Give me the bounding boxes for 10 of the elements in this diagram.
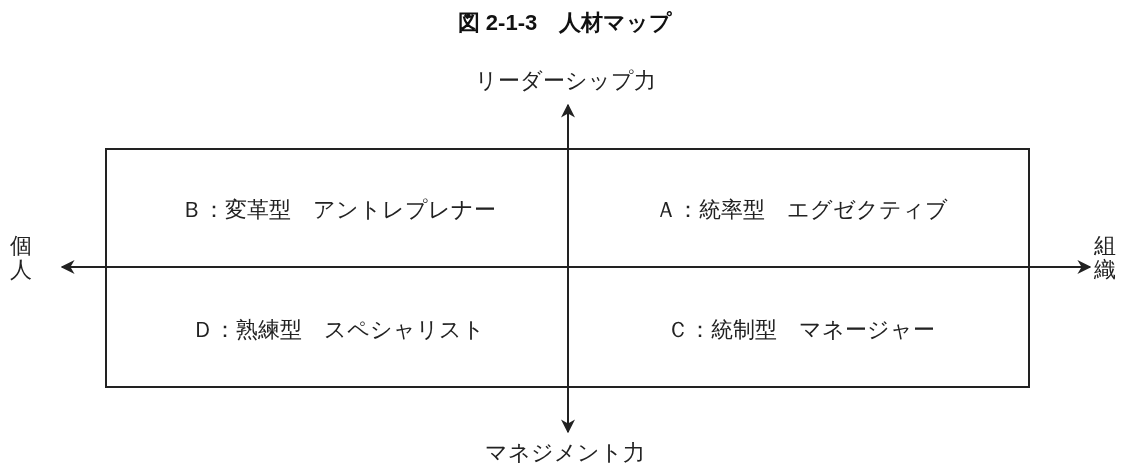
axis-label: マネジメント力 xyxy=(485,439,645,467)
axis-label: リーダーシップ力 xyxy=(474,67,656,95)
axis-label: 個人 xyxy=(10,234,32,283)
quadrant-label: Ｂ：変革型 アントレプレナー xyxy=(181,195,496,224)
quadrant-label: Ｃ：統制型 マネージャー xyxy=(667,315,935,344)
axis-label: 組織 xyxy=(1094,234,1116,283)
quadrant-label: Ａ：統率型 エグゼクティブ xyxy=(654,195,948,224)
figure-title: 図 2-1-3 人材マップ xyxy=(456,9,674,37)
quadrant-frame xyxy=(105,148,1030,388)
quadrant-label: Ｄ：熟練型 スペシャリスト xyxy=(192,315,485,344)
